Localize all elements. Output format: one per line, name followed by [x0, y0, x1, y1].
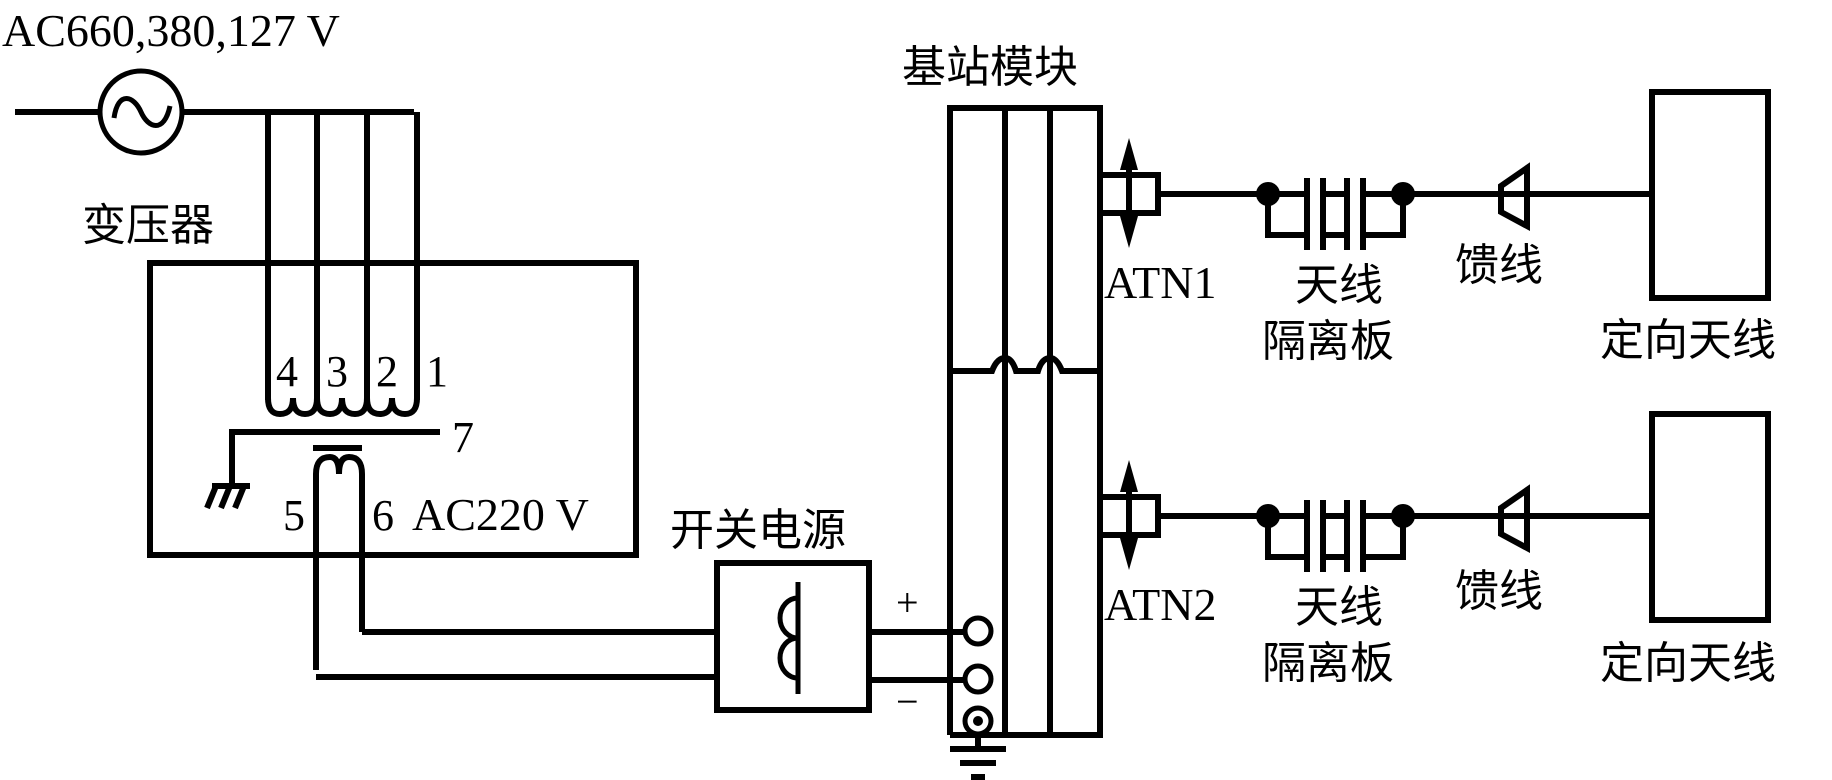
atn2-label: ATN2: [1104, 579, 1216, 630]
minus-sign: −: [896, 679, 919, 724]
transformer-shield-ground: [204, 429, 440, 510]
feeder-1-label: 馈线: [1455, 240, 1543, 291]
atn1-label: ATN1: [1104, 257, 1216, 308]
directional-antenna-1: [1649, 89, 1771, 301]
isolator-2-label-line2: 隔离板: [1262, 638, 1394, 689]
source-voltage-label: AC660,380,127 V: [2, 5, 340, 56]
dc-input-terminals: [962, 615, 994, 737]
atn1-port-icon: [1097, 138, 1161, 248]
tap-label-3: 3: [326, 347, 348, 396]
switching-supply-box: [714, 560, 872, 713]
channel-atn2: [1097, 411, 1771, 623]
ground-icon: [950, 734, 1006, 780]
isolator-1-label-line1: 天线: [1295, 260, 1383, 311]
transformer-primary-winding: [265, 112, 420, 418]
base-station-rack: [947, 105, 1103, 738]
channel-atn1: [1097, 89, 1771, 301]
tap-label-1: 1: [426, 347, 448, 396]
inductor-icon: [777, 582, 801, 694]
base-station-label: 基站模块: [902, 42, 1078, 93]
transformer-box: [147, 260, 639, 558]
feeder-connector-icon-2: [1498, 484, 1530, 554]
feeder-connector-icon-1: [1498, 162, 1530, 232]
secondary-terminal-6: 6: [372, 491, 394, 540]
isolator-2-label-line1: 天线: [1295, 582, 1383, 633]
atn2-port-icon: [1097, 460, 1161, 570]
antenna-isolator-2: [1256, 500, 1415, 572]
ground-terminal-label: 7: [452, 413, 474, 462]
transformer-secondary-winding: [313, 445, 365, 670]
transformer-label: 变压器: [82, 200, 214, 251]
antenna-2-label: 定向天线: [1600, 638, 1776, 689]
secondary-voltage-label: AC220 V: [412, 489, 589, 540]
tap-label-2: 2: [376, 347, 398, 396]
switching-supply-label: 开关电源: [670, 505, 846, 556]
ac-source-icon: [15, 68, 414, 156]
feeder-2-label: 馈线: [1455, 566, 1543, 617]
plus-sign: +: [896, 580, 919, 625]
isolator-1-label-line2: 隔离板: [1262, 316, 1394, 367]
antenna-1-label: 定向天线: [1600, 315, 1776, 366]
secondary-terminal-5: 5: [283, 491, 305, 540]
tap-label-4: 4: [276, 347, 298, 396]
directional-antenna-2: [1649, 411, 1771, 623]
antenna-isolator-1: [1256, 178, 1415, 250]
